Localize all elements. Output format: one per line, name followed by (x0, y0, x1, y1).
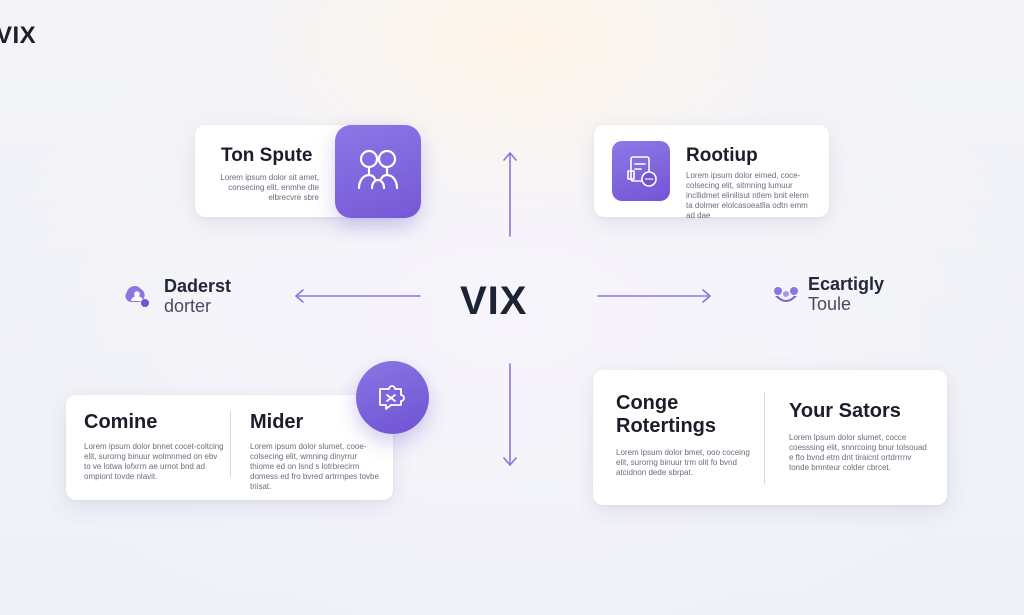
side-item-right[interactable]: Ecartigly Toule (770, 274, 930, 318)
side-item-title: Daderst (164, 276, 232, 296)
card-description: Lorem ipsum dolor bnnet cocet-coltcing e… (84, 442, 224, 481)
arrow-up (503, 152, 517, 237)
card-title: Your Sators (789, 400, 901, 422)
card-description: Lorem ipsum dolor eimed, coce-colsecing … (686, 171, 809, 220)
card-description: Lorem lpsum dolor bmet, ooo coceing elit… (616, 448, 750, 477)
column-divider (230, 411, 231, 477)
brand-logo-text: VIX (0, 22, 37, 49)
smile-icon (774, 287, 798, 302)
side-item-subtitle: dorter (164, 296, 212, 316)
brand-logo: VIX (0, 22, 36, 50)
column-divider (764, 392, 765, 484)
card-description: Lorem ipsum dolor slumet, cooe-colsecing… (250, 442, 379, 491)
side-item-subtitle: Toule (808, 294, 852, 314)
card-column: Conge Rotertings Lorem lpsum dolor bmet,… (616, 392, 761, 478)
card-column: Your Sators Lorem lpsum dolor slumet, co… (789, 400, 929, 473)
document-chat-icon-tile (612, 141, 670, 201)
side-item-title: Ecartigly (808, 274, 885, 294)
side-item-left[interactable]: Daderst dorter (124, 276, 264, 320)
arrow-left (295, 289, 421, 303)
document-chat-icon (627, 156, 657, 187)
puzzle-chat-icon-badge (356, 361, 429, 434)
card-column: Mider Lorem ipsum dolor slumet, cooe-col… (250, 411, 382, 492)
card-title: Conge Rotertings (616, 392, 716, 437)
card-column: Comine Lorem ipsum dolor bnnet cocet-col… (84, 411, 226, 482)
people-icon (357, 149, 399, 190)
people-icon-tile (335, 125, 421, 218)
card-bottom-left[interactable]: Comine Lorem ipsum dolor bnnet cocet-col… (66, 395, 393, 500)
card-bottom-right[interactable]: Conge Rotertings Lorem lpsum dolor bmet,… (593, 370, 947, 505)
puzzle-chat-icon (379, 385, 405, 410)
arrow-right (597, 289, 711, 303)
card-title: Mider (250, 411, 304, 433)
arrow-down (503, 363, 517, 466)
card-title: Comine (84, 411, 158, 433)
card-description: Lorem ipsum dolor sit amet, consecing el… (220, 173, 319, 202)
card-title: Rootiup (686, 145, 758, 166)
card-description: Lorem lpsum dolor slumet, cocce coesssin… (789, 433, 927, 472)
card-title: Ton Spute (221, 145, 313, 166)
center-logo-text: VIX (460, 279, 528, 323)
center-logo: VIX (460, 276, 560, 326)
card-top-right[interactable]: Rootiup Lorem ipsum dolor eimed, coce-co… (594, 125, 829, 220)
chat-person-icon (125, 285, 149, 307)
